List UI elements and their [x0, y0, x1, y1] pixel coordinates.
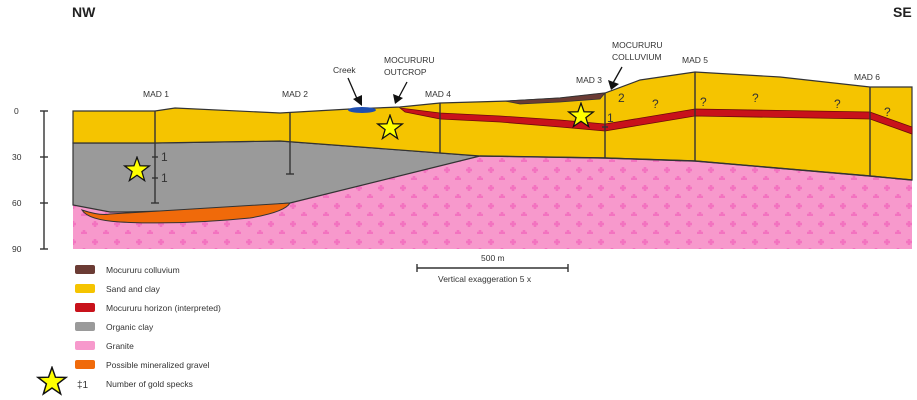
arrow-icon [353, 95, 362, 106]
legend-label: Granite [106, 341, 134, 351]
legend-label: Mocururu colluvium [106, 265, 180, 275]
legend-label: Sand and clay [106, 284, 161, 294]
legend-swatch [75, 322, 95, 331]
well-label-mad5: MAD 5 [682, 55, 708, 65]
arrow-icon [608, 80, 619, 90]
direction-se: SE [893, 4, 912, 20]
legend-label: Number of gold specks [106, 379, 193, 389]
legend-swatch [75, 265, 95, 274]
creek-label: Creek [333, 65, 356, 75]
gold-count: 2 [618, 91, 625, 105]
depth-tick-label: 30 [12, 152, 22, 162]
direction-nw: NW [72, 4, 96, 20]
legend-label: Mocururu horizon (interpreted) [106, 303, 221, 313]
legend-swatch [75, 341, 95, 350]
legend-label: Possible mineralized gravel [106, 360, 210, 370]
depth-tick-label: 90 [12, 244, 22, 254]
unknown-mark: ? [834, 97, 841, 111]
arrow-icon [393, 94, 403, 104]
colluvium-label: MOCURURU [612, 40, 663, 50]
legend: Mocururu colluvium Sand and clay Mocurur… [37, 265, 221, 395]
legend-swatch [75, 284, 95, 293]
mocururu-horizon [398, 107, 913, 135]
scale-note: Vertical exaggeration 5 x [438, 274, 532, 284]
legend-label: Organic clay [106, 322, 154, 332]
well-label-mad1: MAD 1 [143, 89, 169, 99]
gold-count-symbol: ‡1 [77, 380, 89, 391]
mineralized-gravel-layer [80, 202, 291, 224]
creek-water [348, 107, 376, 113]
gold-star-icon [37, 366, 67, 395]
gold-count: 1 [161, 150, 168, 164]
unknown-mark: ? [700, 95, 707, 109]
outcrop-label: OUTCROP [384, 67, 427, 77]
gold-count: 1 [607, 111, 614, 125]
colluvium-layer [504, 92, 606, 105]
gold-count: 1 [161, 171, 168, 185]
scale-distance: 500 m [481, 253, 505, 263]
well-label-mad6: MAD 6 [854, 72, 880, 82]
unknown-mark: ? [884, 105, 891, 119]
well-label-mad4: MAD 4 [425, 89, 451, 99]
depth-axis [40, 110, 48, 250]
depth-tick-label: 0 [14, 106, 19, 116]
colluvium-label: COLLUVIUM [612, 52, 662, 62]
legend-swatch [75, 360, 95, 369]
well-label-mad3: MAD 3 [576, 75, 602, 85]
unknown-mark: ? [652, 97, 659, 111]
scale-bar [416, 264, 569, 272]
well-label-mad2: MAD 2 [282, 89, 308, 99]
unknown-mark: ? [752, 91, 759, 105]
legend-swatch [75, 303, 95, 312]
outcrop-label: MOCURURU [384, 55, 435, 65]
depth-tick-label: 60 [12, 198, 22, 208]
